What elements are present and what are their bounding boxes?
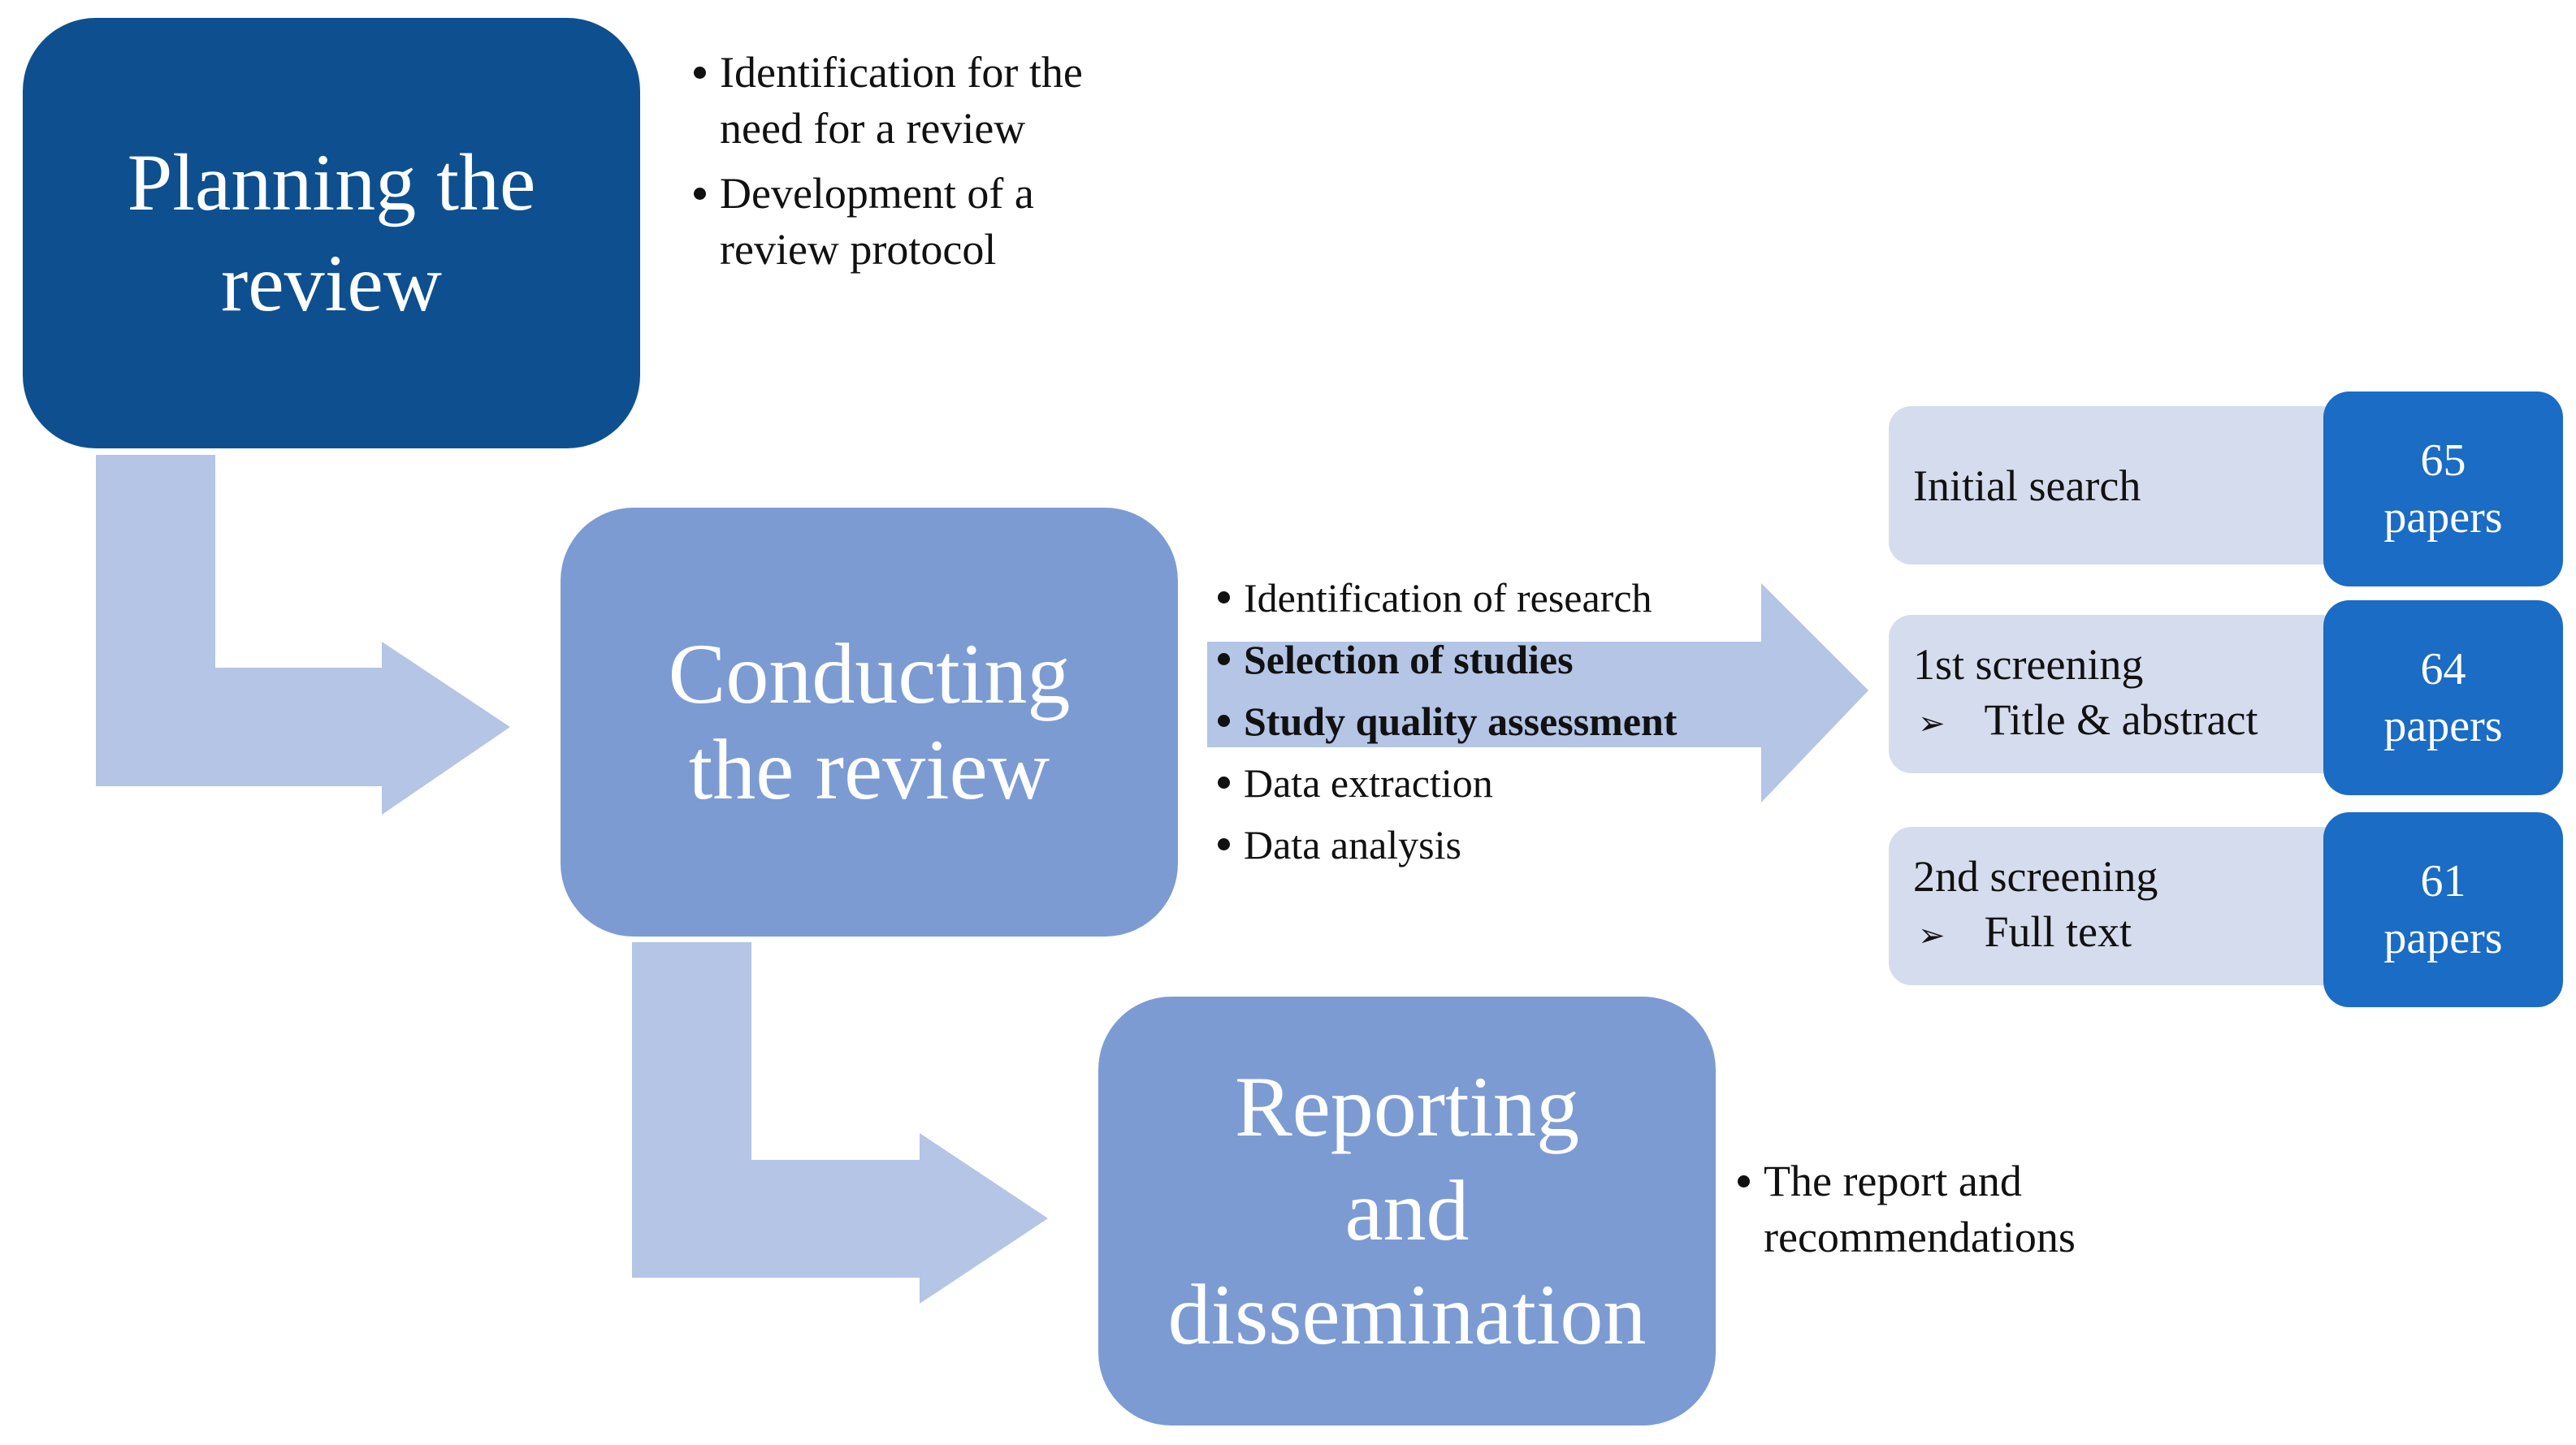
conducting-bullet-item: Selection of studies (1214, 629, 1677, 690)
screening-label-text: 2nd screening (1913, 852, 2158, 901)
paper-count-number: 64 (2420, 644, 2466, 694)
reporting-stage-box: Reporting and dissemination (1098, 997, 1716, 1426)
conducting-bullet-list: Identification of research Selection of … (1214, 567, 1677, 876)
conducting-bullet-item: Data analysis (1214, 814, 1677, 876)
paper-count-unit: papers (2383, 492, 2503, 543)
screening-row-initial-search: Initial search 65 papers (1889, 392, 2563, 586)
planning-bullet-item: Development of a review protocol (691, 166, 1083, 278)
screening-row-first-screening: 1st screening ➢ Title & abstract 64 paper… (1889, 600, 2563, 795)
paper-count-unit: papers (2383, 701, 2503, 751)
conducting-title-line2: the review (688, 722, 1050, 817)
planning-bullet-item: Identification for the need for a review (691, 45, 1083, 157)
conducting-bullet-item: Data extraction (1214, 752, 1677, 814)
conducting-bullet-item: Identification of research (1214, 567, 1677, 629)
paper-count-number: 65 (2420, 435, 2466, 486)
screening-sub-text: Full text (1984, 907, 2132, 956)
paper-count-badge: 65 papers (2323, 392, 2563, 586)
reporting-bullet-list: The report and recommendations (1734, 1153, 2076, 1265)
screening-label-text: 1st screening (1913, 640, 2144, 689)
reporting-title-line1: Reporting (1235, 1059, 1579, 1154)
paper-count-number: 61 (2420, 856, 2466, 906)
reporting-bullet-line: recommendations (1764, 1213, 2076, 1261)
screening-sub-criterion: ➢ Title & abstract (1913, 692, 2344, 751)
paper-count-badge: 64 papers (2323, 600, 2563, 795)
reporting-title-line2: and (1344, 1163, 1470, 1258)
screening-sub-criterion: ➢ Full text (1913, 904, 2344, 963)
screening-label-text: Initial search (1913, 461, 2141, 510)
arrow-conducting-to-reporting (632, 942, 1048, 1304)
planning-bullet-list: Identification for the need for a review… (691, 45, 1083, 287)
planning-bullet-line: Identification for the (720, 48, 1083, 97)
screening-row-second-screening: 2nd screening ➢ Full text 61 papers (1889, 812, 2563, 1007)
screening-sub-text: Title & abstract (1984, 695, 2258, 744)
screening-label: 1st screening ➢ Title & abstract (1889, 615, 2344, 773)
arrow-conducting-to-screening (1207, 583, 1868, 803)
planning-bullet-line: need for a review (720, 104, 1026, 153)
conducting-title-line1: Conducting (668, 626, 1071, 721)
arrow-planning-to-conducting (96, 455, 510, 815)
planning-title-line2: review (220, 238, 443, 328)
conducting-stage-box: Conducting the review (561, 508, 1178, 937)
arrowhead-bullet-icon: ➢ (1918, 705, 1946, 742)
screening-label: 2nd screening ➢ Full text (1889, 827, 2344, 985)
reporting-bullet-line: The report and (1764, 1157, 2022, 1205)
planning-stage-box: Planning the review (23, 18, 640, 448)
paper-count-badge: 61 papers (2323, 812, 2563, 1007)
arrowhead-bullet-icon: ➢ (1918, 917, 1946, 954)
screening-label: Initial search (1889, 406, 2344, 565)
paper-count-unit: papers (2383, 913, 2503, 963)
planning-bullet-line: Development of a (720, 169, 1034, 218)
conducting-bullet-item: Study quality assessment (1214, 690, 1677, 752)
reporting-title-line3: dissemination (1167, 1267, 1647, 1362)
reporting-bullet-item: The report and recommendations (1734, 1153, 2076, 1265)
planning-title-line1: Planning the (127, 137, 536, 227)
planning-bullet-line: review protocol (720, 225, 997, 274)
